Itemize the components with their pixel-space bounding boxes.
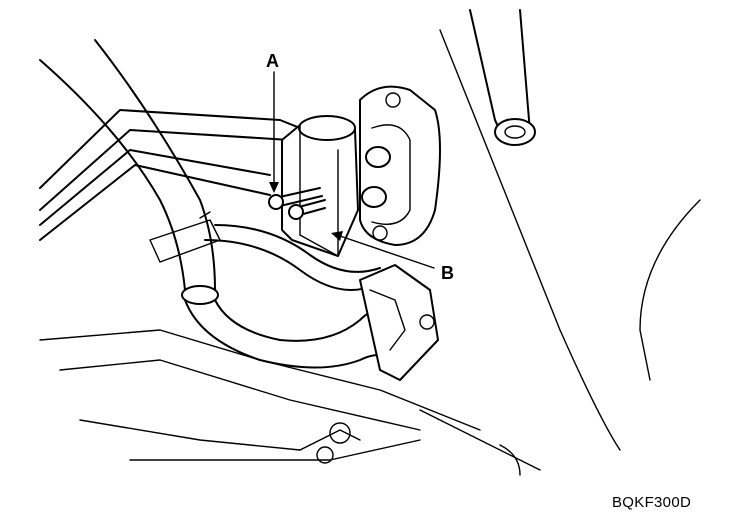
leader-a [269, 71, 279, 193]
mounting-plate [359, 85, 441, 246]
lower-structure [39, 329, 541, 476]
hose-bracket [359, 264, 439, 381]
body-panel [439, 29, 701, 451]
callout-label-b: B [441, 263, 454, 283]
figure-code: BQKF300D [612, 494, 692, 511]
upper-right-hose [469, 9, 536, 146]
heater-hose [184, 224, 396, 369]
bolt-icon [268, 187, 326, 220]
left-hose [39, 39, 221, 305]
expansion-valve-icon [281, 115, 359, 257]
leader-b [331, 231, 435, 269]
callout-label-a: A [266, 51, 279, 71]
